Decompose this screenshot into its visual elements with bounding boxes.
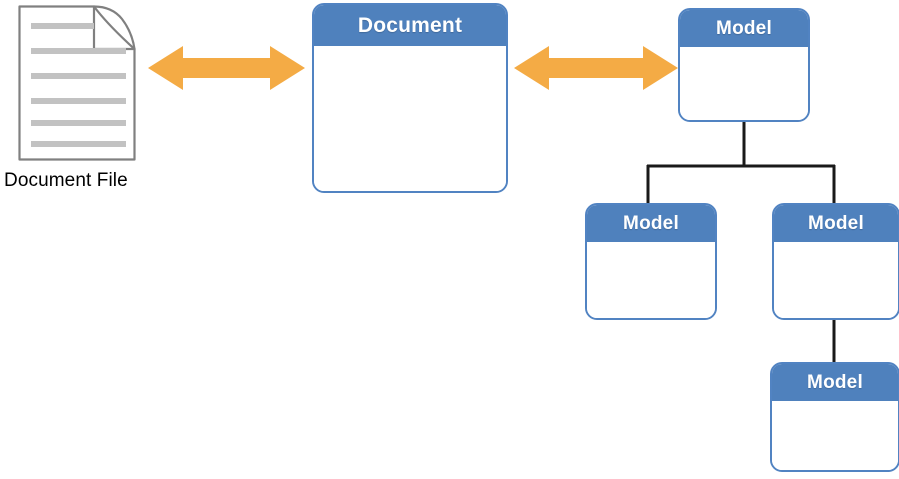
node-model-grandchild-body	[772, 401, 898, 470]
node-document[interactable]: Document	[312, 3, 508, 193]
node-document-title: Document	[314, 5, 506, 46]
node-model-child-2-title: Model	[774, 205, 898, 242]
node-model-root-body	[680, 47, 808, 120]
node-model-child-1[interactable]: Model	[585, 203, 717, 320]
node-model-grandchild[interactable]: Model	[770, 362, 899, 472]
node-model-root[interactable]: Model	[678, 8, 810, 122]
node-model-child-2-body	[774, 242, 898, 318]
node-model-child-1-title: Model	[587, 205, 715, 242]
arrow-file-to-document	[148, 44, 305, 92]
document-file-label: Document File	[4, 170, 128, 191]
node-model-grandchild-title: Model	[772, 364, 898, 401]
document-file-icon	[18, 5, 136, 161]
node-model-child-2[interactable]: Model	[772, 203, 899, 320]
arrow-document-to-model	[514, 44, 678, 92]
node-model-child-1-body	[587, 242, 715, 318]
node-model-root-title: Model	[680, 10, 808, 47]
node-document-body	[314, 46, 506, 191]
